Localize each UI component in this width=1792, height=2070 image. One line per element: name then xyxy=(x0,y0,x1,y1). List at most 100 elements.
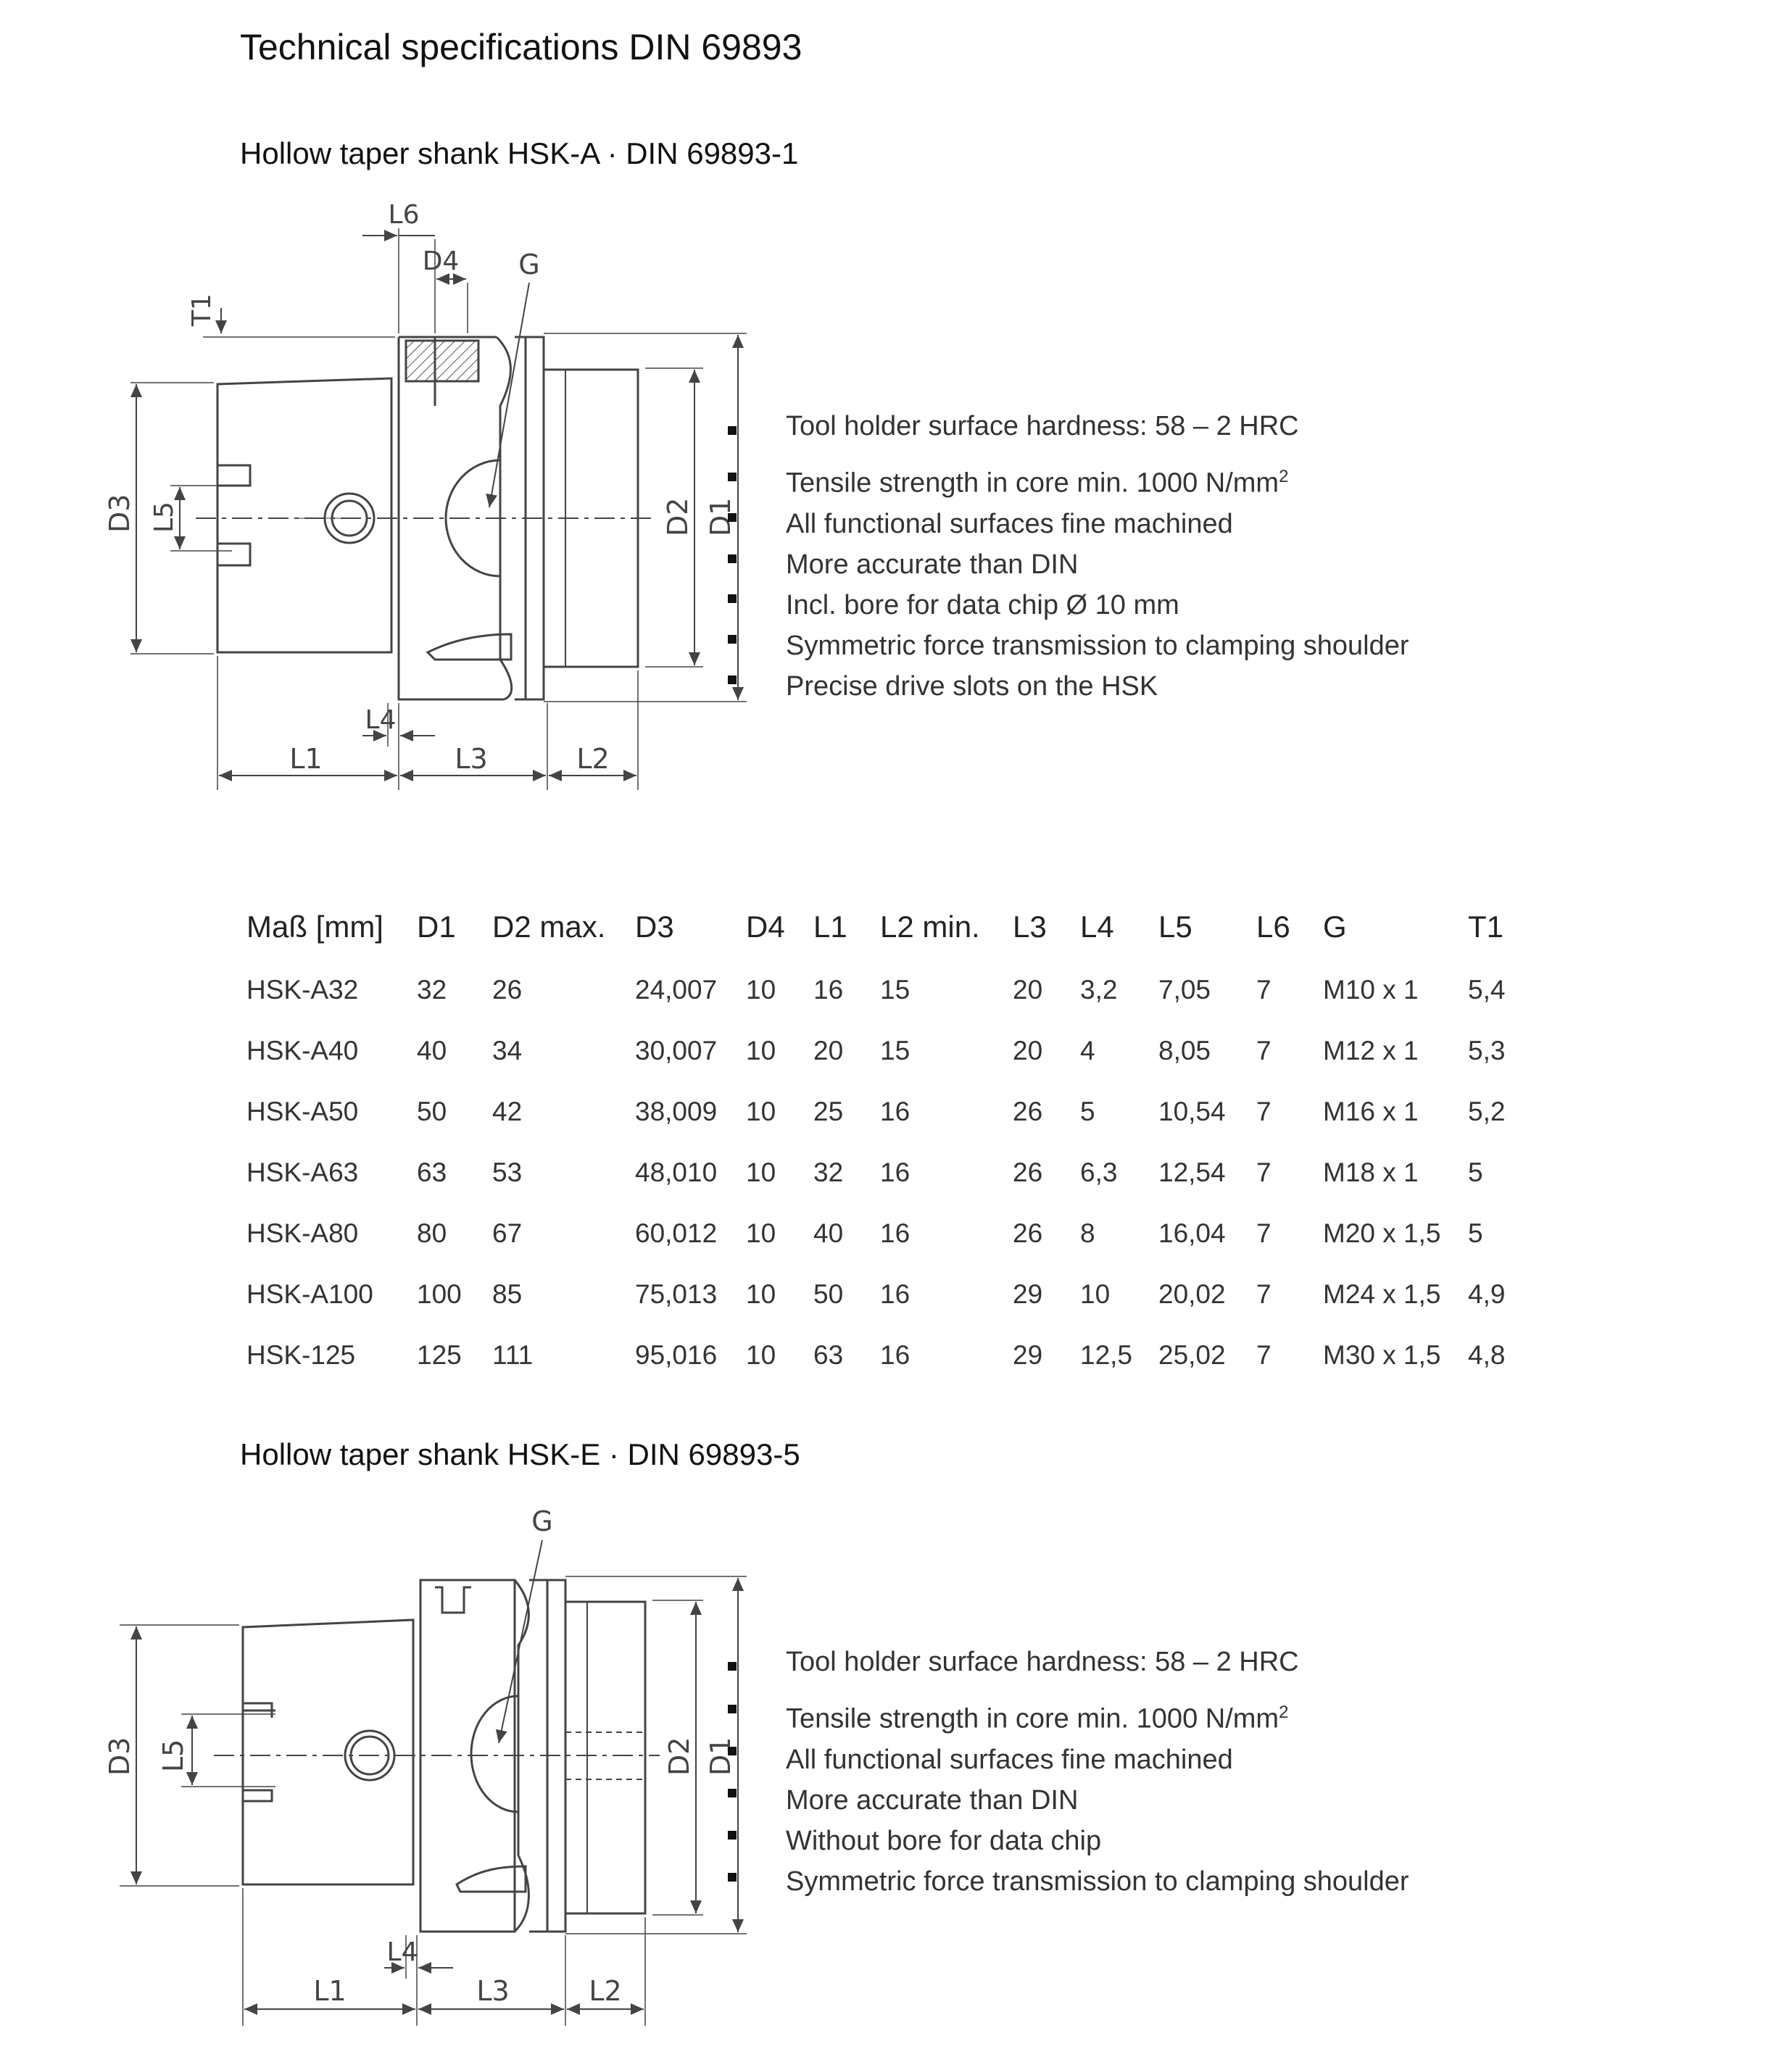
label-l4: L4 xyxy=(387,1937,418,1967)
table-cell: 6,3 xyxy=(1080,1157,1118,1187)
feature-item: More accurate than DIN xyxy=(786,549,1079,580)
page-title: Technical specifications DIN 69893 xyxy=(240,27,802,67)
table-cell: 3,2 xyxy=(1080,975,1118,1005)
table-cell: 26 xyxy=(1013,1218,1043,1248)
table-cell: 50 xyxy=(813,1279,844,1309)
table-cell: 85 xyxy=(492,1279,523,1309)
table-cell: 100 xyxy=(417,1279,462,1309)
table-cell: 10 xyxy=(746,1340,776,1370)
section-heading-hsk-e: Hollow taper shank HSK-E · DIN 69893-5 xyxy=(240,1437,800,1471)
label-d3: D3 xyxy=(104,1737,136,1776)
table-cell: 63 xyxy=(813,1340,844,1370)
column-header: L2 min. xyxy=(880,910,980,944)
table-cell: 8,05 xyxy=(1158,1036,1211,1065)
table-cell: 38,009 xyxy=(635,1097,718,1126)
table-cell: 26 xyxy=(492,975,523,1005)
feature-item: Tool holder surface hardness: 58 – 2 HRC xyxy=(786,1647,1299,1677)
hsk-a-technical-drawing: L6 D4 G T1 D3 L5 D2 D1 L4 L1 L3 L2 xyxy=(104,200,747,790)
table-cell: M10 x 1 xyxy=(1323,975,1419,1005)
table-cell: 10,54 xyxy=(1158,1097,1226,1126)
label-d2: D2 xyxy=(663,1737,695,1776)
label-g: G xyxy=(531,1505,552,1537)
table-cell: 20 xyxy=(1013,1036,1043,1065)
label-d2: D2 xyxy=(662,498,694,536)
column-header: D2 max. xyxy=(492,910,606,944)
table-cell: M30 x 1,5 xyxy=(1323,1340,1441,1370)
table-cell: 125 xyxy=(417,1340,462,1370)
label-l1: L1 xyxy=(289,743,322,775)
table-cell: 10 xyxy=(746,1036,776,1065)
section-heading-hsk-a: Hollow taper shank HSK-A · DIN 69893-1 xyxy=(240,136,799,170)
table-cell: 5,3 xyxy=(1468,1036,1506,1065)
table-cell: M16 x 1 xyxy=(1323,1097,1419,1126)
table-cell: 10 xyxy=(1080,1279,1111,1309)
table-cell: 10 xyxy=(746,1097,776,1126)
table-cell: 15 xyxy=(880,1036,910,1065)
table-cell: 10 xyxy=(746,1157,776,1187)
label-l4: L4 xyxy=(365,705,397,735)
table-cell: 10 xyxy=(746,1279,776,1309)
label-g: G xyxy=(518,249,539,280)
table-cell: 40 xyxy=(417,1036,447,1065)
table-cell: M24 x 1,5 xyxy=(1323,1279,1441,1309)
table-cell: 4 xyxy=(1080,1036,1095,1065)
table-cell: 32 xyxy=(417,975,447,1005)
table-cell: HSK-A63 xyxy=(246,1157,359,1187)
label-d1: D1 xyxy=(705,1737,737,1776)
table-cell: 10 xyxy=(746,975,776,1005)
table-cell: 7 xyxy=(1256,975,1272,1005)
label-l3: L3 xyxy=(455,743,487,775)
label-l2: L2 xyxy=(576,743,609,775)
table-cell: 16,04 xyxy=(1158,1218,1226,1248)
table-cell: 30,007 xyxy=(635,1036,718,1065)
label-l3: L3 xyxy=(476,1975,509,2007)
table-cell: 25 xyxy=(813,1097,844,1126)
table-cell: 26 xyxy=(1013,1097,1043,1126)
table-cell: HSK-A50 xyxy=(246,1097,359,1126)
label-d4: D4 xyxy=(423,246,460,276)
table-cell: 111 xyxy=(492,1340,534,1370)
feature-item: Tensile strength in core min. 1000 N/mm2 xyxy=(786,467,1289,499)
feature-item: Without bore for data chip xyxy=(786,1825,1102,1856)
table-cell: 32 xyxy=(813,1157,844,1187)
table-cell: 7 xyxy=(1256,1279,1272,1309)
table-cell: 5,4 xyxy=(1468,975,1506,1005)
feature-item: All functional surfaces fine machined xyxy=(786,508,1233,539)
feature-item: All functional surfaces fine machined xyxy=(786,1744,1233,1775)
table-cell: 7 xyxy=(1256,1157,1272,1187)
feature-item: Precise drive slots on the HSK xyxy=(786,670,1158,702)
table-cell: 16 xyxy=(880,1157,910,1187)
table-cell: 29 xyxy=(1013,1279,1043,1309)
table-cell: 95,016 xyxy=(635,1340,718,1370)
table-cell: 16 xyxy=(813,975,844,1005)
table-cell: 67 xyxy=(492,1218,523,1248)
label-l6: L6 xyxy=(389,200,420,230)
table-cell: 26 xyxy=(1013,1157,1043,1187)
table-cell: 29 xyxy=(1013,1340,1043,1370)
hsk-e-feature-list: Tool holder surface hardness: 58 – 2 HRC… xyxy=(786,1642,1409,1902)
dimensions-table: Maß [mm] D1 D2 max. D3 D4 L1 L2 min. L3 … xyxy=(246,910,1526,1401)
table-cell: 20 xyxy=(1013,975,1043,1005)
table-cell: 16 xyxy=(880,1279,910,1309)
table-cell: 5 xyxy=(1468,1218,1483,1248)
label-l2: L2 xyxy=(589,1975,621,2007)
table-cell: HSK-A100 xyxy=(246,1279,373,1309)
label-l1: L1 xyxy=(313,1975,346,2007)
feature-item: Incl. bore for data chip Ø 10 mm xyxy=(786,589,1179,620)
column-header: G xyxy=(1323,910,1347,944)
table-cell: 63 xyxy=(417,1157,447,1187)
table-cell: 53 xyxy=(492,1157,523,1187)
table-cell: 60,012 xyxy=(635,1218,718,1248)
feature-item: Tensile strength in core min. 1000 N/mm2 xyxy=(786,1703,1289,1734)
table-cell: 20,02 xyxy=(1158,1279,1226,1309)
column-header: L5 xyxy=(1158,910,1192,944)
table-cell: 24,007 xyxy=(635,975,718,1005)
superscript: 2 xyxy=(1279,467,1289,486)
table-cell: 34 xyxy=(492,1036,523,1065)
